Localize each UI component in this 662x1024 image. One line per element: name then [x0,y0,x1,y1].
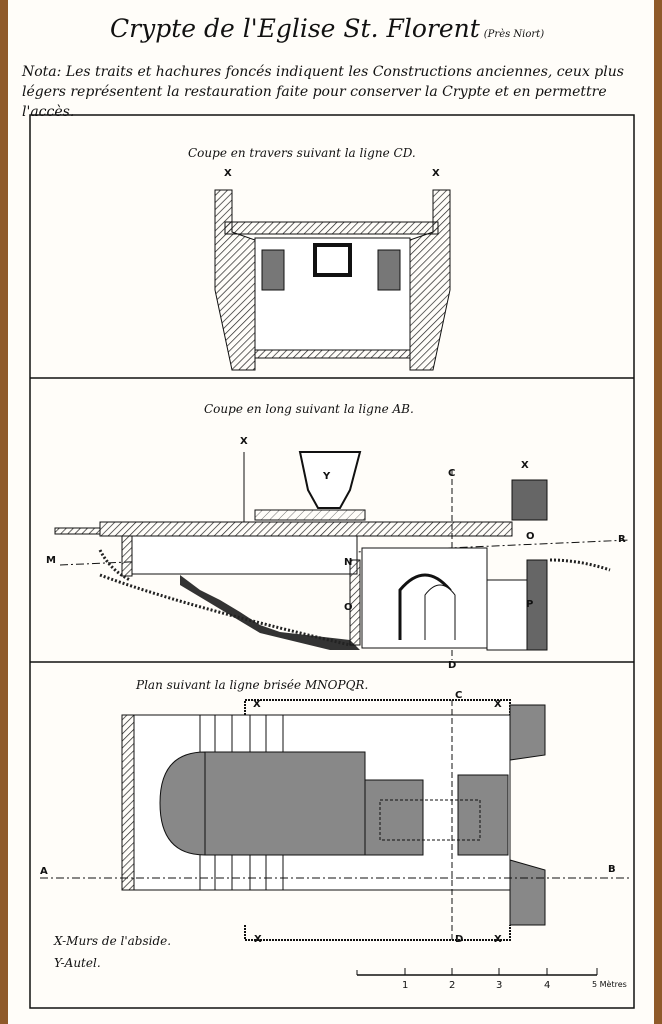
label-r: R [618,534,626,545]
label-x: X [224,168,232,179]
label-c: C [455,690,463,701]
label-x: X [494,699,502,710]
scale-tick: 3 [496,980,503,991]
cross-section-drawing [214,189,451,371]
scale-bar [356,968,598,976]
label-b: B [608,864,616,875]
cross-section-title: Coupe en travers suivant la ligne CD. [188,146,416,160]
title-location: (Près Niort) [483,29,545,40]
scale-tick: 5 Mètres [592,980,627,989]
note-text: Nota: Les traits et hachures foncés indi… [22,64,624,120]
scale-tick: 2 [449,980,456,991]
label-n: N [344,557,353,568]
scale-tick: 1 [402,980,409,991]
label-d: D [448,660,457,671]
label-x: X [521,460,529,471]
long-section-title: Coupe en long suivant la ligne AB. [204,402,414,416]
label-c: C [448,468,456,479]
drawing-title: Crypte de l'Eglise St. Florent(Près Nior… [110,14,545,43]
frame [29,114,635,1009]
label-x: X [253,699,261,710]
legend-walls: X-Murs de l'abside. [54,934,172,948]
label-x: X [240,436,248,447]
label-m: M [46,555,56,566]
label-x: X [432,168,440,179]
long-section-drawing [54,451,631,660]
scale-tick: 4 [544,980,551,991]
label-a: A [40,866,48,877]
label-d: D [455,934,464,945]
label-y-altar: Y [323,471,331,482]
label-p: P [526,599,534,610]
label-o: O [344,602,353,613]
label-x: X [494,934,502,945]
legend-altar: Y-Autel. [54,956,101,970]
plan-drawing [40,699,630,941]
label-o: O [526,531,535,542]
plan-title: Plan suivant la ligne brisée MNOPQR. [136,678,369,692]
label-x: X [254,934,262,945]
